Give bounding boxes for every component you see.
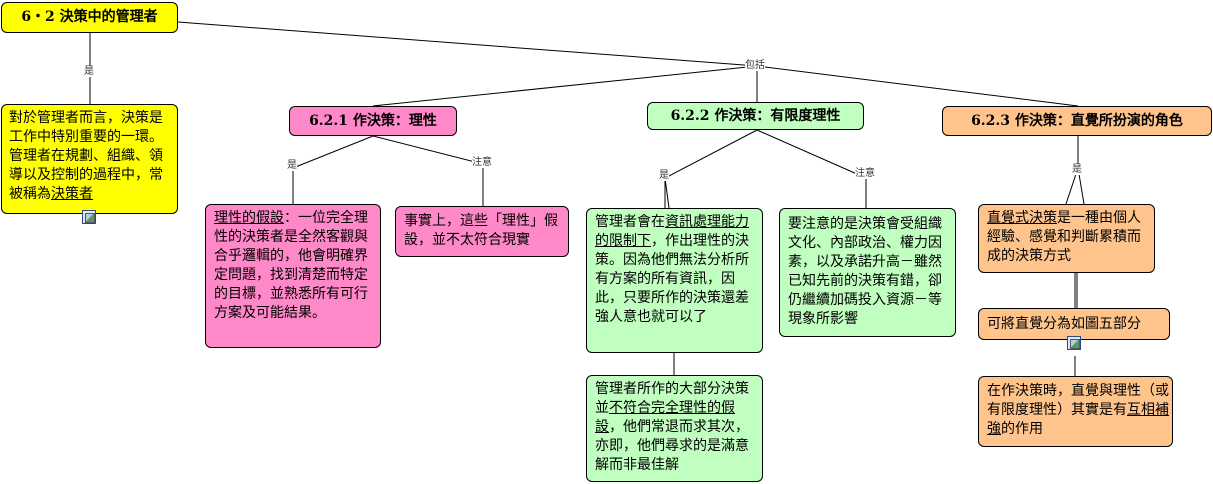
edge-label-is: 是 [659,170,669,181]
edge-label-includes: 包括 [745,60,765,71]
topic-intuition-label: 6.2.3 作決策：直覺所扮演的角色 [971,112,1183,129]
intuition-definition-node[interactable]: 直覺式決策是一種由個人經驗、感覺和判斷累積而成的決策方式 [978,204,1155,273]
root-topic[interactable]: 6・2 決策中的管理者 [1,2,178,33]
bounded-note-text: 要注意的是決策會受組織文化、內部政治、權力因素，以及承諾升高－雖然已知先前的決策… [788,216,942,327]
topic-intuition[interactable]: 6.2.3 作決策：直覺所扮演的角色 [942,106,1212,136]
bounded-note-node[interactable]: 要注意的是決策會受組織文化、內部政治、權力因素，以及承諾升高－雖然已知先前的決策… [779,208,956,337]
bounded-detail-text: 管理者所作的大部分決策並不符合完全理性的假設，他們常退而求其次，亦即，他們尋求的… [595,381,749,473]
rational-note-node[interactable]: 事實上，這些「理性」假設，並不太符合現實 [395,206,569,257]
rational-note-text: 事實上，這些「理性」假設，並不太符合現實 [404,213,558,248]
edge-label-is: 是 [84,66,94,77]
edge-label-is: 是 [287,160,297,171]
intuition-parts-node[interactable]: 可將直覺分為如圖五部分 [978,308,1170,340]
topic-bounded[interactable]: 6.2.2 作決策：有限度理性 [647,102,864,130]
bounded-description-node[interactable]: 管理者會在資訊處理能力的限制下，作出理性的決策。因為他們無法分析所有方案的所有資… [586,208,763,353]
intuition-complement-node[interactable]: 在作決策時，直覺與理性（或有限度理性）其實是有互相補強的作用 [978,376,1173,447]
topic-rational-label: 6.2.1 作決策：理性 [309,112,437,129]
image-attachment-icon[interactable] [1067,336,1081,350]
image-attachment-icon[interactable] [82,210,96,224]
topic-rational[interactable]: 6.2.1 作決策：理性 [289,106,457,136]
intuition-complement-text: 在作決策時，直覺與理性（或有限度理性）其實是有互相補強的作用 [987,383,1169,437]
edge-label-is: 是 [1072,164,1082,175]
intuition-parts-text: 可將直覺分為如圖五部分 [987,316,1141,332]
rational-assumption-node[interactable]: 理性的假設：一位完全理性的決策者是全然客觀與合乎邏輯的，他會明確界定問題，找到清… [205,204,381,348]
rational-assumption-text: 理性的假設：一位完全理性的決策者是全然客觀與合乎邏輯的，他會明確界定問題，找到清… [214,210,368,321]
definition-text: 對於管理者而言，決策是工作中特別重要的一環。管理者在規劃、組織、領導以及控制的過… [9,110,163,202]
definition-node[interactable]: 對於管理者而言，決策是工作中特別重要的一環。管理者在規劃、組織、領導以及控制的過… [1,104,178,214]
bounded-detail-node[interactable]: 管理者所作的大部分決策並不符合完全理性的假設，他們常退而求其次，亦即，他們尋求的… [586,375,763,482]
topic-bounded-label: 6.2.2 作決策：有限度理性 [670,107,841,124]
bounded-description-text: 管理者會在資訊處理能力的限制下，作出理性的決策。因為他們無法分析所有方案的所有資… [595,214,749,325]
intuition-definition-text: 直覺式決策是一種由個人經驗、感覺和判斷累積而成的決策方式 [987,210,1141,264]
root-topic-label: 6・2 決策中的管理者 [21,9,158,25]
edge-label-note: 注意 [472,157,492,168]
edge-label-note: 注意 [855,168,875,179]
